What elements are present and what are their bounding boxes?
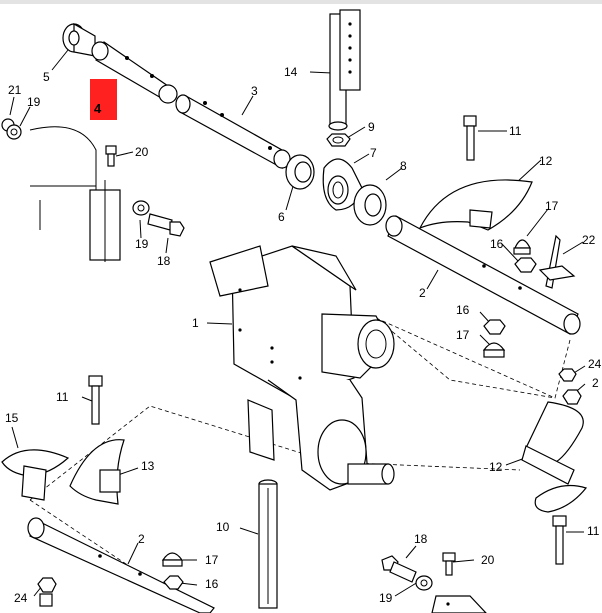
callout-3: 3 (251, 84, 258, 98)
callout-16c: 16 (205, 577, 219, 591)
callout-12b: 12 (489, 460, 503, 474)
callout-24: 24 (588, 357, 602, 371)
part-16-nut-upper (514, 257, 537, 273)
part-22-tine (538, 234, 576, 289)
callout-19b: 19 (135, 237, 149, 251)
callout-17b: 17 (456, 328, 470, 342)
part-17-cap-lower (161, 552, 184, 567)
part-20-nipple-lower (442, 552, 456, 576)
callout-20b: 20 (481, 553, 495, 567)
callout-19c: 19 (379, 591, 393, 605)
callout-10: 10 (216, 520, 230, 534)
part-12-shield-upper (418, 179, 533, 231)
part-24-nut-lower-left (37, 577, 57, 607)
frame-left (29, 126, 121, 262)
part-12-shield-lower (521, 401, 588, 513)
part-8-ring (353, 184, 387, 226)
callout-7: 7 (370, 146, 377, 160)
callout-18b: 18 (414, 532, 428, 546)
highlight-label: 4 (94, 101, 102, 116)
leader-lines (9, 49, 586, 597)
part-3-shaft (175, 94, 291, 170)
part-2-arm-upper (385, 215, 581, 335)
part-10-pin (258, 479, 278, 609)
callout-18: 18 (157, 254, 171, 268)
housing-lower-right (431, 595, 487, 613)
part-18-bolt-lower (381, 555, 417, 583)
part-19-washer-middle (132, 200, 150, 216)
part-16-nut-lower (163, 575, 184, 590)
callout-2: 2 (419, 286, 426, 300)
callout-15: 15 (5, 411, 19, 425)
callout-11b: 11 (56, 390, 69, 404)
callout-17c: 17 (205, 553, 219, 567)
callout-24b: 24 (14, 591, 28, 605)
part-19-washer-lower (415, 575, 433, 591)
callout-12: 12 (539, 154, 553, 168)
part-24-nut-right (558, 368, 577, 382)
callout-20: 20 (135, 145, 149, 159)
part-13-shield (69, 439, 125, 505)
callout-13: 13 (141, 459, 155, 473)
part-7-housing (322, 158, 363, 211)
part-4-sleeve (91, 41, 178, 104)
callout-6: 6 (278, 210, 285, 224)
callout-2b: 2 (592, 376, 599, 390)
callout-1: 1 (192, 316, 199, 330)
callout-21: 21 (8, 83, 22, 97)
callout-16: 16 (490, 237, 504, 251)
part-right-nut (562, 389, 582, 405)
part-19-washer-left (6, 124, 22, 140)
part-17-cap-upper (513, 239, 531, 255)
callout-2c: 2 (138, 532, 145, 546)
part-18-bolt-upper (147, 213, 185, 237)
callout-14: 14 (284, 65, 298, 79)
callout-19: 19 (27, 95, 41, 109)
part-15-shield (1, 449, 70, 501)
top-border (0, 0, 602, 4)
part-9-nut (326, 133, 351, 147)
part-6-bearing (285, 154, 315, 190)
part-2-arm-lower (27, 517, 215, 613)
part-5-bushing (62, 22, 96, 57)
callout-22: 22 (582, 233, 596, 247)
callout-17: 17 (545, 199, 559, 213)
callout-11: 11 (509, 124, 522, 138)
part-17-cap-middle (482, 342, 506, 358)
part-11-bolt-lower-left (88, 375, 103, 425)
part-16-nut-middle (483, 319, 506, 335)
part-20-nipple-upper (105, 145, 117, 167)
part-1-gearbox (209, 245, 395, 491)
callout-9: 9 (368, 120, 375, 134)
callout-5: 5 (43, 70, 50, 84)
part-11-bolt-upper (463, 115, 477, 161)
highlight-callout-4[interactable]: 4 (90, 79, 117, 120)
callout-11c: 11 (587, 524, 600, 538)
part-11-bolt-lower-right (552, 515, 567, 565)
callout-8: 8 (400, 159, 407, 173)
callout-16b: 16 (456, 303, 470, 317)
part-14-pin (328, 9, 361, 131)
